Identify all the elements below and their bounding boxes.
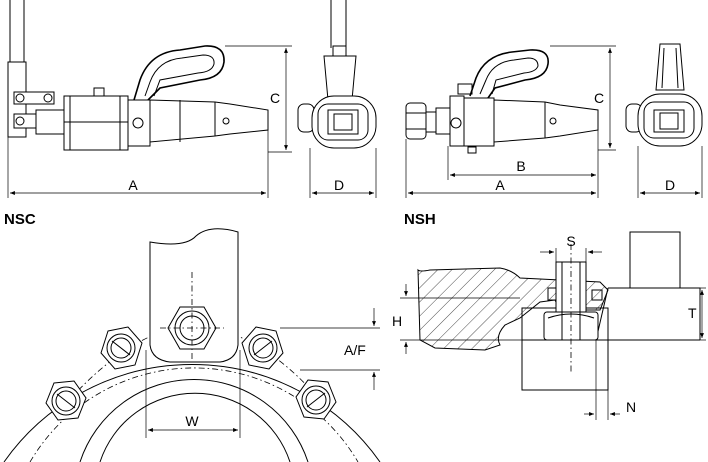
dim-af-label: A/F — [344, 342, 366, 358]
dim-a-left-label: A — [128, 177, 138, 193]
nsc-title: NSC — [4, 211, 36, 228]
section-view — [417, 231, 701, 391]
dim-n — [584, 340, 620, 420]
dim-h-label: H — [392, 313, 402, 329]
nsh-end-view — [625, 43, 703, 198]
dim-b-right-label: B — [516, 158, 525, 174]
dim-t — [700, 287, 706, 341]
dim-c-right-label: C — [594, 90, 604, 106]
dim-c-left-label: C — [270, 90, 280, 106]
dim-w-label: W — [185, 413, 199, 429]
bolt-right-2 — [295, 379, 337, 420]
dim-s-label: S — [566, 233, 575, 249]
dim-w — [145, 350, 241, 438]
dim-d-right-label: D — [665, 177, 675, 193]
nsc-end-view — [297, 0, 377, 198]
dim-a-right-label: A — [495, 177, 505, 193]
nsh-title: NSH — [404, 211, 436, 228]
bolt-right-1 — [241, 326, 284, 370]
nsh-side-view — [405, 45, 616, 198]
dim-n-label: N — [626, 399, 636, 415]
nsc-side-view — [7, 0, 292, 198]
dim-s — [540, 248, 602, 262]
dim-t-label: T — [688, 305, 697, 321]
bolt-left-1 — [100, 326, 143, 370]
bolt-left-2 — [45, 380, 87, 421]
dim-h — [400, 284, 522, 354]
dim-d-left-label: D — [334, 177, 344, 193]
bolt-center — [160, 272, 224, 362]
dim-af — [280, 308, 380, 390]
